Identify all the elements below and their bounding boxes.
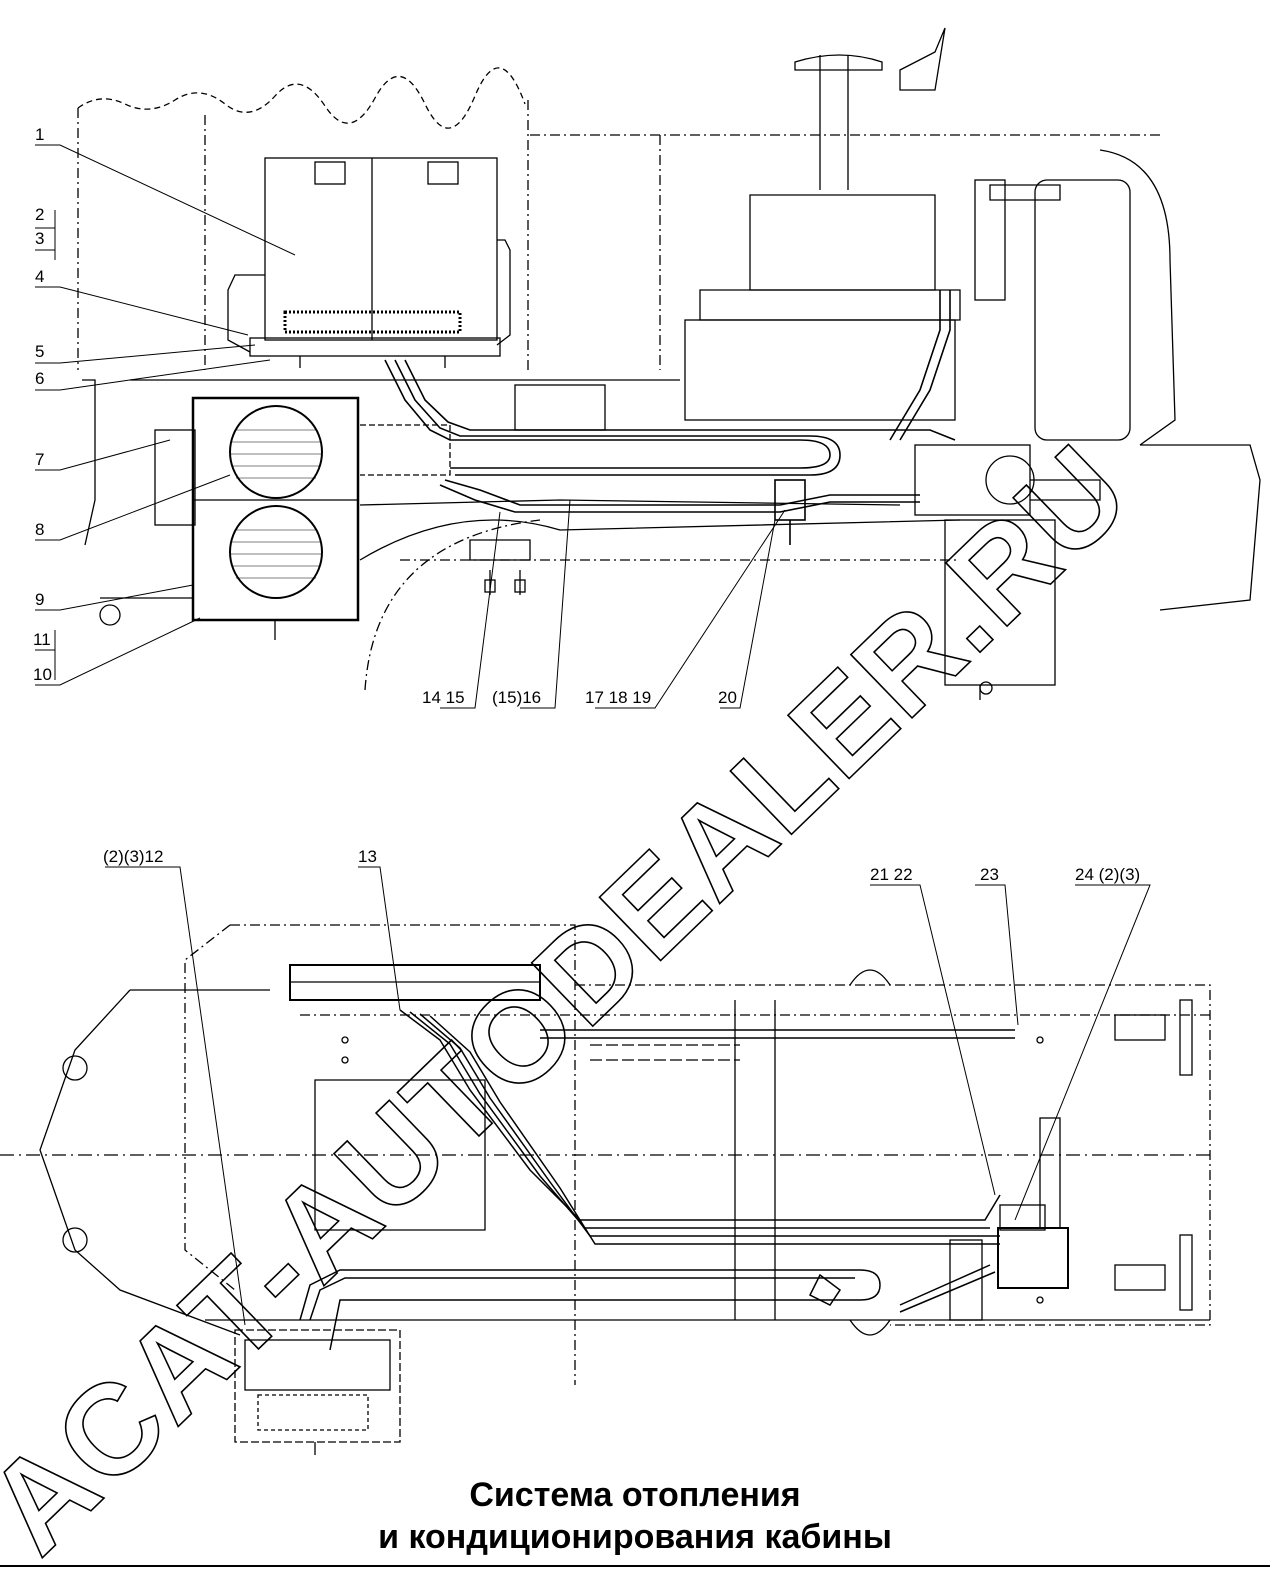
callout-20: 20	[718, 688, 737, 707]
callouts-bottom: (2)(3)12 13 21 22 23 24 (2)(3)	[103, 847, 1140, 884]
callout-9: 9	[35, 590, 44, 609]
callout-14-15: 14 15	[422, 688, 465, 707]
callout-15-16: (15)16	[492, 688, 541, 707]
callout-5: 5	[35, 342, 44, 361]
cab-break-line	[77, 67, 526, 129]
frame-plan	[0, 924, 1215, 1385]
callouts-top: 1 2 3 4 5 6 7 8 9 11 10 14 15 (15)16 17 …	[33, 125, 737, 707]
callout-2: 2	[35, 205, 44, 224]
callout-17-18-19: 17 18 19	[585, 688, 651, 707]
bottom-hoses	[299, 1009, 1015, 1351]
callout-23: 23	[980, 865, 999, 884]
callout-4: 4	[35, 267, 44, 286]
callout-13: 13	[358, 847, 377, 866]
bottom-leaders	[105, 866, 1151, 1326]
callout-1: 1	[35, 125, 44, 144]
evaporator-plan	[234, 964, 1069, 1455]
heater-unit	[227, 157, 511, 368]
callout-24-2-3: 24 (2)(3)	[1075, 865, 1140, 884]
caption-line-2: и кондиционирования кабины	[378, 1518, 892, 1556]
condenser-fan-mesh	[230, 429, 322, 579]
condenser	[99, 396, 360, 640]
callout-8: 8	[35, 520, 44, 539]
callout-2-3-12: (2)(3)12	[103, 847, 163, 866]
top-hoses	[384, 290, 956, 545]
top-leaders	[35, 144, 786, 709]
callout-6: 6	[35, 369, 44, 388]
callout-10: 10	[33, 665, 52, 684]
callout-7: 7	[35, 450, 44, 469]
caption-line-1: Система отопления	[469, 1476, 801, 1514]
engine	[684, 27, 1261, 700]
callout-3: 3	[35, 229, 44, 248]
callout-21-22: 21 22	[870, 865, 913, 884]
callout-11: 11	[33, 630, 51, 649]
watermark: ACAT-AUTODEALER.RU	[0, 418, 1156, 1570]
